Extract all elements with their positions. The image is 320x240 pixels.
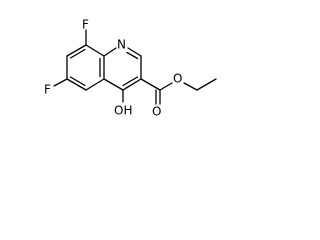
- atom-label-hydroxy: OH: [114, 104, 132, 118]
- atom-label-fluorine-left: F: [44, 83, 51, 97]
- bond-c7-c8-inner: [69, 48, 86, 59]
- bond-c3-c4-inner: [122, 76, 139, 87]
- chemical-structure-diagram: F F N OH O O: [44, 18, 217, 119]
- bond-c3-c4: [122, 78, 142, 91]
- bond-c5-c6: [66, 78, 87, 91]
- bonds: [53, 29, 217, 105]
- bond-oester-ch2: [183, 82, 198, 91]
- bond-ch2-ch3: [196, 78, 217, 91]
- bond-c6-f: [53, 78, 68, 87]
- bond-ccarbonyl-oester: [159, 82, 173, 91]
- bond-n1-c2: [127, 47, 142, 57]
- bond-c7-c8: [66, 44, 87, 57]
- bond-c8-c8a: [85, 44, 105, 57]
- atom-label-ester-oxygen: O: [173, 72, 182, 86]
- atom-label-carbonyl-oxygen: O: [152, 105, 161, 119]
- bond-n1-c2-inner: [126, 51, 139, 60]
- atom-labels: F F N OH O O: [44, 18, 182, 119]
- atom-label-fluorine-top: F: [82, 18, 89, 32]
- bond-c8a-n1: [103, 47, 117, 57]
- atom-label-nitrogen: N: [117, 38, 126, 52]
- bond-c3-ccarbonyl: [140, 78, 161, 91]
- bond-c4-c4a: [103, 78, 124, 91]
- bond-c5-c6-inner: [69, 76, 86, 87]
- bond-c4a-c5: [85, 78, 105, 91]
